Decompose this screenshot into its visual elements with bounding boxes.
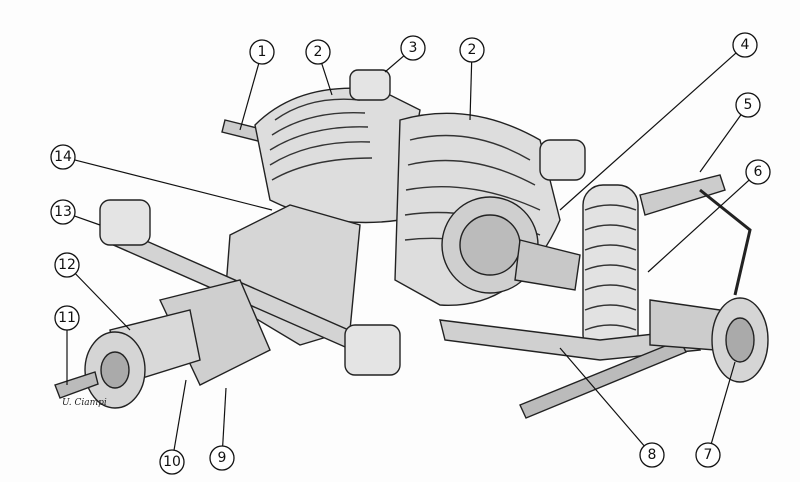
callout-9: 9 xyxy=(209,387,235,471)
artist-signature: U. Ciampi xyxy=(62,398,107,408)
leader-line xyxy=(710,361,736,444)
callout-number: 2 xyxy=(468,42,477,58)
left-cylinder xyxy=(254,87,421,224)
callout-7: 7 xyxy=(695,361,736,468)
callout-12: 12 xyxy=(54,252,131,331)
callout-circle xyxy=(249,39,275,65)
callout-1: 1 xyxy=(239,39,275,131)
callout-circle xyxy=(54,252,80,278)
right-boot xyxy=(649,299,721,351)
stub-shaft xyxy=(54,371,99,399)
leader-line xyxy=(559,347,645,447)
callout-circle xyxy=(209,445,235,471)
callout-circle xyxy=(400,35,426,61)
callout-number: 14 xyxy=(54,149,72,165)
callout-number: 8 xyxy=(648,447,657,463)
callout-10: 10 xyxy=(159,379,187,475)
lower-arm xyxy=(439,319,702,361)
callout-14: 14 xyxy=(50,144,273,211)
callout-circle xyxy=(459,37,485,63)
shock-absorber xyxy=(582,184,639,356)
leader-line xyxy=(74,273,131,331)
callout-circle xyxy=(50,144,76,170)
callout-circle xyxy=(159,449,185,475)
leader-line xyxy=(469,61,473,121)
leader-line xyxy=(239,63,260,131)
mount-rear xyxy=(539,139,586,181)
callout-2: 2 xyxy=(305,39,333,96)
leader-line xyxy=(559,52,737,211)
callout-circle xyxy=(695,442,721,468)
callout-13: 13 xyxy=(50,199,101,226)
callout-number: 10 xyxy=(163,454,181,470)
mount-top xyxy=(349,69,391,101)
callout-number: 2 xyxy=(314,44,323,60)
callout-number: 7 xyxy=(704,447,713,463)
callout-number: 3 xyxy=(409,40,418,56)
callout-number: 11 xyxy=(58,310,76,326)
leader-line xyxy=(74,159,273,211)
callout-2: 2 xyxy=(459,37,485,121)
callout-circle xyxy=(732,32,758,58)
callout-number: 4 xyxy=(741,37,750,53)
mount-13 xyxy=(99,199,151,246)
leader-line xyxy=(222,387,227,447)
callout-number: 5 xyxy=(744,97,753,113)
callout-3: 3 xyxy=(384,35,426,73)
callout-number: 13 xyxy=(54,204,72,220)
callout-8: 8 xyxy=(559,347,665,468)
tie-rod xyxy=(519,339,687,419)
leader-line xyxy=(647,179,750,273)
callout-11: 11 xyxy=(54,305,80,385)
leader-line xyxy=(699,114,742,173)
callout-circle xyxy=(745,159,771,185)
leader-line xyxy=(384,55,405,73)
callout-number: 1 xyxy=(258,44,267,60)
upper-link xyxy=(639,174,726,216)
callout-circle xyxy=(639,442,665,468)
callout-circle xyxy=(735,92,761,118)
callout-number: 6 xyxy=(754,164,763,180)
callout-circle xyxy=(305,39,331,65)
callout-5: 5 xyxy=(699,92,761,173)
mount-front xyxy=(344,324,401,376)
leader-line xyxy=(74,215,101,226)
drive-boot xyxy=(514,239,581,291)
leader-line xyxy=(321,63,333,96)
callout-number: 9 xyxy=(218,450,227,466)
callout-6: 6 xyxy=(647,159,771,273)
callout-number: 12 xyxy=(58,257,76,273)
callout-4: 4 xyxy=(559,32,758,211)
callout-circle xyxy=(54,305,80,331)
leader-line xyxy=(173,379,187,451)
callout-circle xyxy=(50,199,76,225)
